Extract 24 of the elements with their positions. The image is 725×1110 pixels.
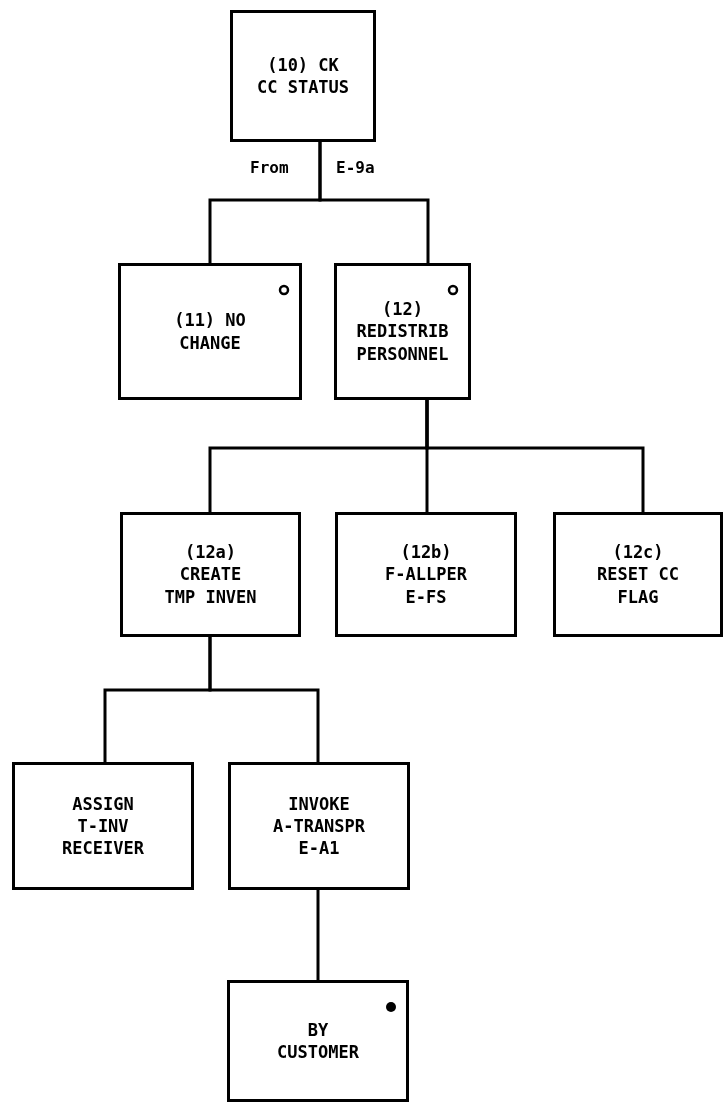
connector-line	[208, 637, 320, 762]
box-label: (12b) F-ALLPER E-FS	[384, 541, 468, 608]
box-label: ASSIGN T-INV RECEIVER	[61, 792, 145, 860]
process-box	[230, 10, 376, 142]
box-label: (11) NO CHANGE	[173, 309, 247, 354]
process-box	[227, 980, 409, 1102]
box-label: (10) CK CC STATUS	[255, 53, 351, 99]
process-box	[12, 762, 194, 890]
connector-line	[425, 400, 645, 512]
box-label: (12a) CREATE TMP INVEN	[163, 541, 258, 608]
process-box	[118, 263, 302, 400]
line-label: From	[250, 158, 289, 177]
connector-line	[316, 890, 320, 980]
process-box	[120, 512, 301, 637]
box-label: BY CUSTOMER	[276, 1018, 360, 1064]
box-label: (12) REDISTRIB PERSONNEL	[355, 298, 450, 365]
connector-line	[318, 142, 430, 263]
box-label: (12c) RESET CC FLAG	[596, 541, 680, 608]
process-box	[335, 512, 517, 637]
process-box	[553, 512, 723, 637]
process-box	[228, 762, 410, 890]
line-label: E-9a	[336, 158, 375, 177]
box-label: INVOKE A-TRANSPR E-A1	[271, 792, 367, 860]
process-box	[334, 263, 471, 400]
